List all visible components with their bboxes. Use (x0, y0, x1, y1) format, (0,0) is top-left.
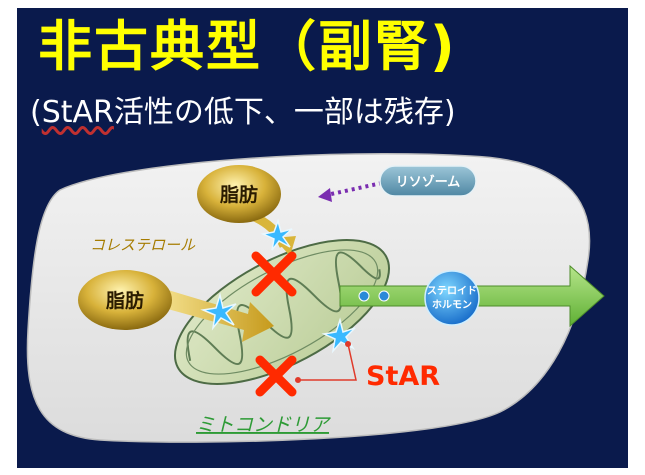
lysosome-label: リソゾーム (396, 174, 461, 190)
blocked-x-icon-bottom (255, 355, 297, 397)
star-pointer-dot-2 (345, 341, 351, 347)
cholesterol-label: コレステロール (90, 236, 196, 254)
fat-droplet-top (197, 165, 281, 223)
subtitle-prefix: ( (30, 95, 42, 130)
star-label: StAR (366, 361, 440, 392)
fat-label-left: 脂肪 (106, 289, 144, 312)
star-pointer-dot-1 (295, 377, 301, 383)
subtitle-star-term: StAR (41, 95, 114, 130)
slide-subtitle: (StAR活性の低下、一部は残存) (30, 96, 456, 129)
steroid-label-line2: ホルモン (432, 299, 472, 311)
fat-label-top: 脂肪 (220, 183, 258, 206)
subtitle-rest: 活性の低下、一部は残存) (113, 95, 456, 130)
star-protein-icon-2 (260, 218, 293, 251)
lysosome-arrowhead (318, 188, 332, 202)
hormone-dot-1 (358, 290, 370, 302)
steroid-hormone-icon (424, 270, 480, 326)
fat-droplet-left (78, 270, 172, 330)
lysosome-bubble (379, 165, 477, 197)
mitochondrion (173, 239, 391, 385)
blocked-x-icon-top (251, 251, 297, 297)
hormone-dot-2 (378, 290, 390, 302)
mitochondria-label: ミトコンドリア (196, 414, 331, 436)
steroid-label-line1: ステロイド (427, 285, 477, 297)
star-pointer (298, 343, 357, 381)
lysosome-arrow (321, 181, 383, 198)
star-protein-icon-1 (200, 292, 237, 331)
slide-title: 非古典型（副腎) (38, 15, 457, 78)
